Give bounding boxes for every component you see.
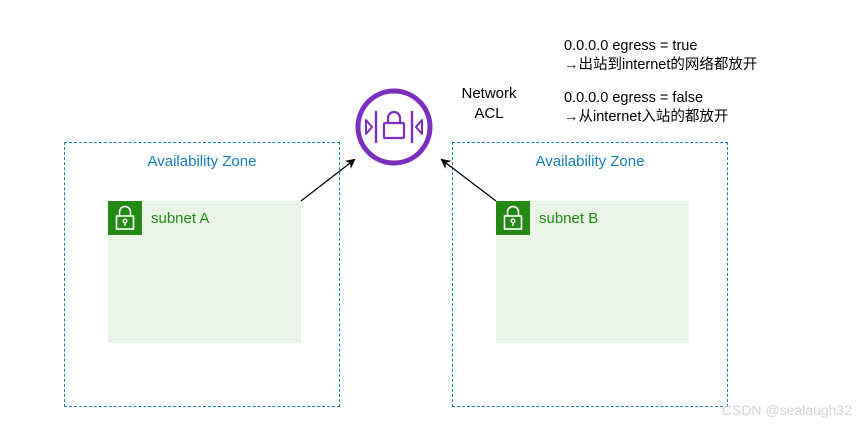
availability-zone-right: Availability Zone [452,142,728,407]
subnet-a: subnet A [108,201,301,343]
egress-true-line2: →出站到internet的网络都放开 [564,57,758,73]
availability-zone-label: Availability Zone [147,153,257,170]
lock-icon [108,201,142,235]
subnet-b-label: subnet B [539,210,599,227]
subnet-b: subnet B [496,201,689,343]
egress-false-line2: →从internet入站的都放开 [564,109,729,125]
network-acl-label-line1: Network [461,85,517,102]
subnet-a-label: subnet A [151,210,210,227]
egress-true-line1: 0.0.0.0 egress = true [564,38,698,54]
network-acl-label: Network ACL [448,84,530,124]
arrow-subnet-b-to-acl [440,158,497,202]
egress-false-line1: 0.0.0.0 egress = false [564,90,704,106]
availability-zone-label: Availability Zone [535,153,645,170]
egress-true-note: 0.0.0.0 egress = true →出站到internet的网络都放开 [564,37,757,75]
egress-false-note: 0.0.0.0 egress = false →从internet入站的都放开 [564,89,728,127]
lock-icon [496,201,530,235]
availability-zone-left: Availability Zone [64,142,340,407]
network-acl-label-line2: ACL [474,105,504,122]
network-acl-icon [354,87,434,167]
arrow-subnet-a-to-acl [300,158,356,202]
watermark: CSDN @sealaugh32 [721,402,852,418]
